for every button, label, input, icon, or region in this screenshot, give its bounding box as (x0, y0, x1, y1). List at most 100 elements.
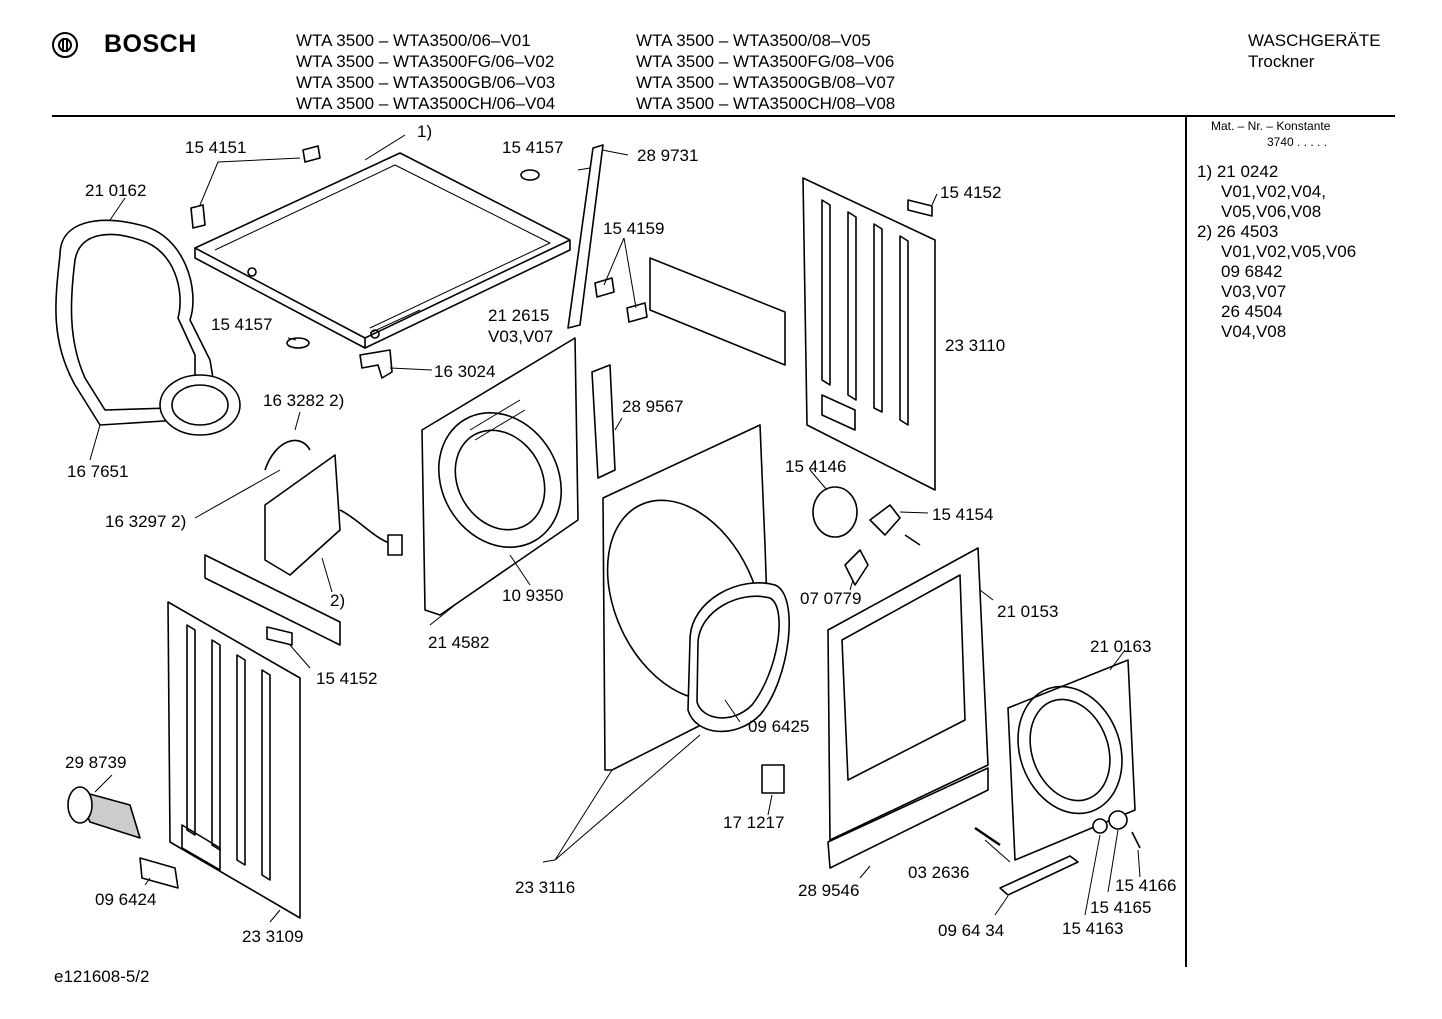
note-line: V05,V06,V08 (1221, 202, 1322, 221)
part-label: 15 4152 (940, 183, 1001, 202)
bulb-07-0779-part (844, 549, 869, 586)
part-label: V03,V07 (488, 327, 553, 346)
rail-28-9731-part (567, 144, 604, 329)
rail-bracket-part (204, 554, 341, 646)
part-label: 03 2636 (908, 863, 969, 882)
hose-29-8739-part (67, 786, 141, 839)
note-line: 09 6842 (1221, 262, 1283, 281)
hinge-16-3024-part (359, 349, 393, 379)
matnr-value: 3740 . . . . . (1267, 135, 1328, 149)
part-label: 29 8739 (65, 753, 126, 772)
model-line: WTA 3500 – WTA3500GB/06–V03 (296, 73, 556, 92)
front-panel-21-0153-part (827, 547, 989, 841)
clip-15-4159-part (594, 277, 648, 323)
heater-assembly-16-3297-part (264, 439, 403, 576)
bracket-15-4151-part (190, 145, 321, 229)
button-15-4163-part (1092, 818, 1108, 834)
category-subtitle: Trockner (1248, 52, 1315, 71)
part-label: 21 0163 (1090, 637, 1151, 656)
footnotes: 1) 21 0242 V01,V02,V04, V05,V06,V08 2) 2… (1197, 162, 1356, 342)
model-list-left: WTA 3500 – WTA3500/06–V01 WTA 3500 – WTA… (296, 30, 555, 114)
part-label: 15 4157 (211, 315, 272, 334)
model-line: WTA 3500 – WTA3500/08–V05 (636, 31, 871, 50)
drum-housing-21-0162-part (55, 219, 241, 436)
part-label: 21 4582 (428, 633, 489, 652)
part-label: 21 0162 (85, 181, 146, 200)
plinth-28-9546-part (827, 767, 989, 869)
note-line: V03,V07 (1221, 282, 1287, 301)
brand-name: BOSCH (104, 30, 197, 58)
drawing-id: e121608-5/2 (54, 967, 150, 986)
door-seal-09-6425-part (687, 582, 790, 733)
part-label: 15 4151 (185, 138, 246, 157)
bracket-28-9567-part (591, 364, 616, 479)
part-label: 21 0153 (997, 602, 1058, 621)
cover-15-4146-part (812, 486, 858, 538)
lamp-15-4154-part (869, 504, 921, 546)
switch-17-1217-part (761, 764, 785, 794)
category: WASCHGERÄTE Trockner (1248, 30, 1381, 72)
part-label: 10 9350 (502, 586, 563, 605)
part-label: 23 3109 (242, 927, 303, 946)
leader-lines (89, 134, 1141, 923)
block-15-4152-part (266, 199, 933, 646)
screw-03-2636-part (974, 826, 1001, 847)
spring-15-4166-part (1131, 831, 1141, 849)
door-handle-09-6434-part (999, 855, 1079, 896)
part-label: 21 2615 (488, 306, 549, 325)
model-line: WTA 3500 – WTA3500CH/08–V08 (636, 94, 896, 113)
foot-15-4157-part (286, 169, 540, 349)
header-divider (52, 115, 1395, 117)
note-line: 26 4504 (1221, 302, 1283, 321)
note-line: V01,V02,V05,V06 (1221, 242, 1357, 261)
rear-panel-21-4582-part (421, 337, 579, 616)
rear-cover-23-3109-part (167, 601, 301, 919)
part-label: 23 3110 (945, 336, 1005, 355)
model-line: WTA 3500 – WTA3500/06–V01 (296, 31, 531, 50)
cap-09-6424-part (139, 857, 179, 889)
part-label: 15 4159 (603, 219, 664, 238)
bosch-armature-icon (52, 31, 78, 58)
note-line: V01,V02,V04, (1221, 182, 1326, 201)
part-label: 17 1217 (723, 813, 784, 832)
part-label: 15 4146 (785, 457, 846, 476)
part-label: 16 3282 2) (263, 391, 344, 410)
part-label: 15 4165 (1090, 898, 1151, 917)
part-label: 07 0779 (800, 589, 861, 608)
cross-member-part (649, 257, 786, 366)
note-line: 2) 26 4503 (1197, 222, 1279, 241)
sidebar-divider (1185, 117, 1187, 967)
model-line: WTA 3500 – WTA3500CH/06–V04 (296, 94, 556, 113)
side-panel-23-3110-part (802, 177, 936, 491)
part-label: 15 4157 (502, 138, 563, 157)
part-label: 16 3297 2) (105, 512, 186, 531)
part-label: 09 6424 (95, 890, 156, 909)
note-line: 1) 21 0242 (1197, 162, 1279, 181)
model-list-right: WTA 3500 – WTA3500/08–V05 WTA 3500 – WTA… (636, 30, 895, 114)
category-title: WASCHGERÄTE (1248, 31, 1381, 50)
model-line: WTA 3500 – WTA3500FG/06–V02 (296, 52, 555, 71)
part-label: 16 3024 (434, 362, 495, 381)
part-label: 15 4152 (316, 669, 377, 688)
part-label: 1) (417, 122, 432, 141)
part-label: 2) (330, 591, 345, 610)
door-21-0163-part (1007, 659, 1136, 861)
part-label: 16 7651 (67, 462, 128, 481)
knob-15-4165-part (1108, 810, 1128, 830)
model-line: WTA 3500 – WTA3500FG/08–V06 (636, 52, 895, 71)
part-label: 28 9546 (798, 881, 859, 900)
part-label: 09 64 34 (938, 921, 1004, 940)
part-label: 15 4166 (1115, 876, 1176, 895)
part-label: 23 3116 (515, 878, 575, 897)
model-line: WTA 3500 – WTA3500GB/08–V07 (636, 73, 896, 92)
matnr-label: Mat. – Nr. – Konstante (1211, 119, 1331, 133)
part-label: 15 4163 (1062, 919, 1123, 938)
part-label: 28 9731 (637, 146, 698, 165)
part-label: 09 6425 (748, 717, 809, 736)
note-line: V04,V08 (1221, 322, 1287, 341)
bosch-logo: BOSCH (52, 30, 197, 59)
part-label: 15 4154 (932, 505, 993, 524)
top-cover-part (194, 152, 571, 349)
part-label: 28 9567 (622, 397, 683, 416)
